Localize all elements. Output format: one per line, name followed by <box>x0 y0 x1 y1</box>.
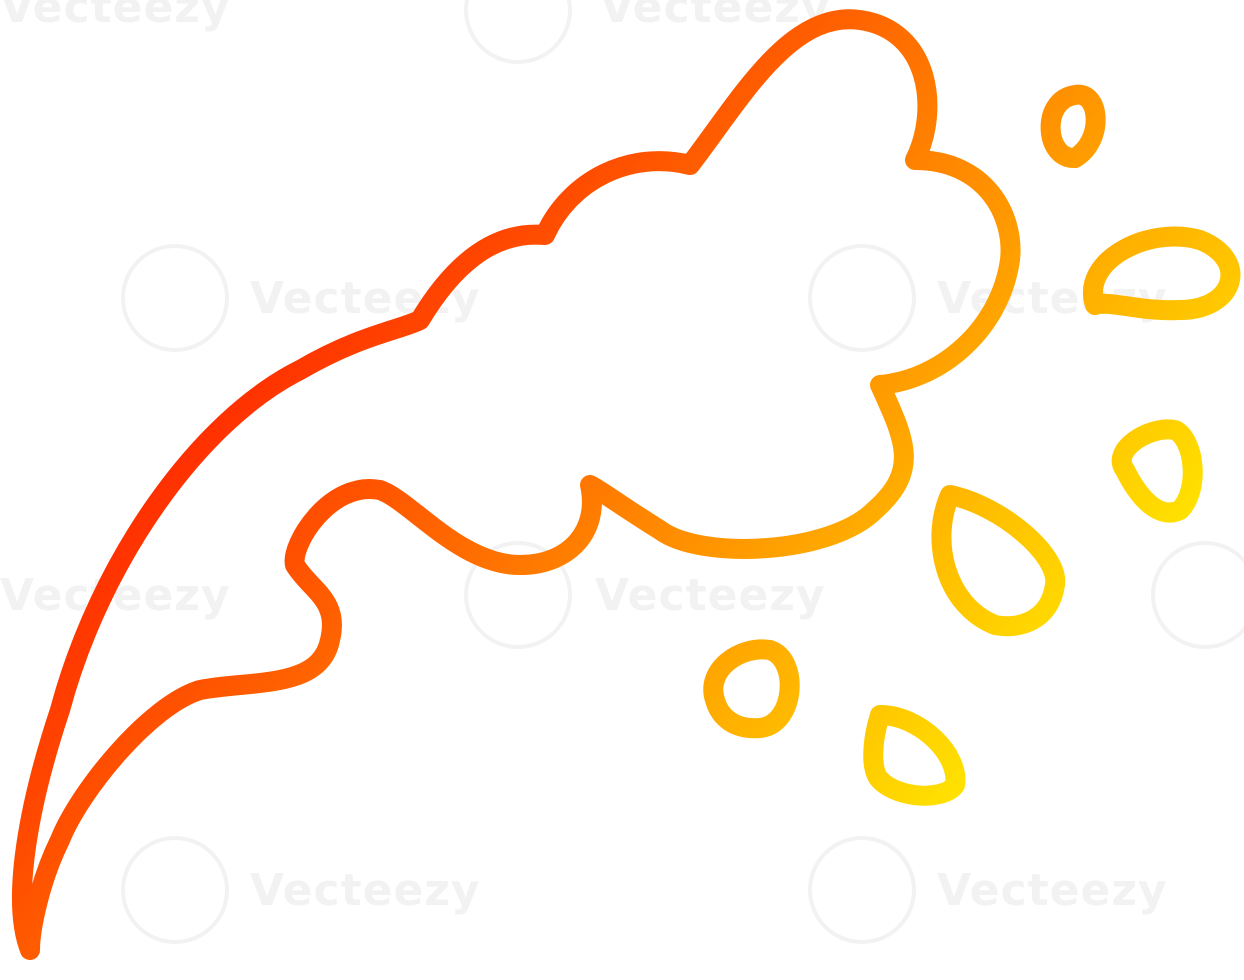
droplet-ring-bottom-left <box>703 639 800 739</box>
droplet-teardrop-mid <box>931 485 1066 637</box>
watermark-tile: Vecteezy Vecteezy <box>0 0 831 64</box>
cloud-outline <box>12 9 1021 960</box>
watermark-text: Vecteezy <box>250 865 481 916</box>
droplet-wide-right <box>1083 226 1241 321</box>
droplets <box>703 84 1241 806</box>
droplet-teardrop-bottom <box>863 705 966 806</box>
watermark-tile: Vecteezy <box>121 836 481 944</box>
watermark-tile: Vecteezy <box>0 541 1244 649</box>
watermark-text: Vecteezy <box>600 0 831 33</box>
watermark-text: Vecteezy <box>937 865 1168 916</box>
droplet-small-top <box>1040 84 1106 168</box>
watermark-text: Vecteezy <box>0 0 231 33</box>
droplet-chunk-right <box>1112 419 1203 523</box>
watermark-text: Vecteezy <box>595 570 826 621</box>
splash-cloud <box>12 9 1021 960</box>
watermark-tile: Vecteezy <box>464 541 826 649</box>
watermark-layer: Vecteezy Vecteezy Vecteezy Vecteezy Vect… <box>0 0 1244 944</box>
watermark-tile: Vecteezy <box>808 836 1168 944</box>
